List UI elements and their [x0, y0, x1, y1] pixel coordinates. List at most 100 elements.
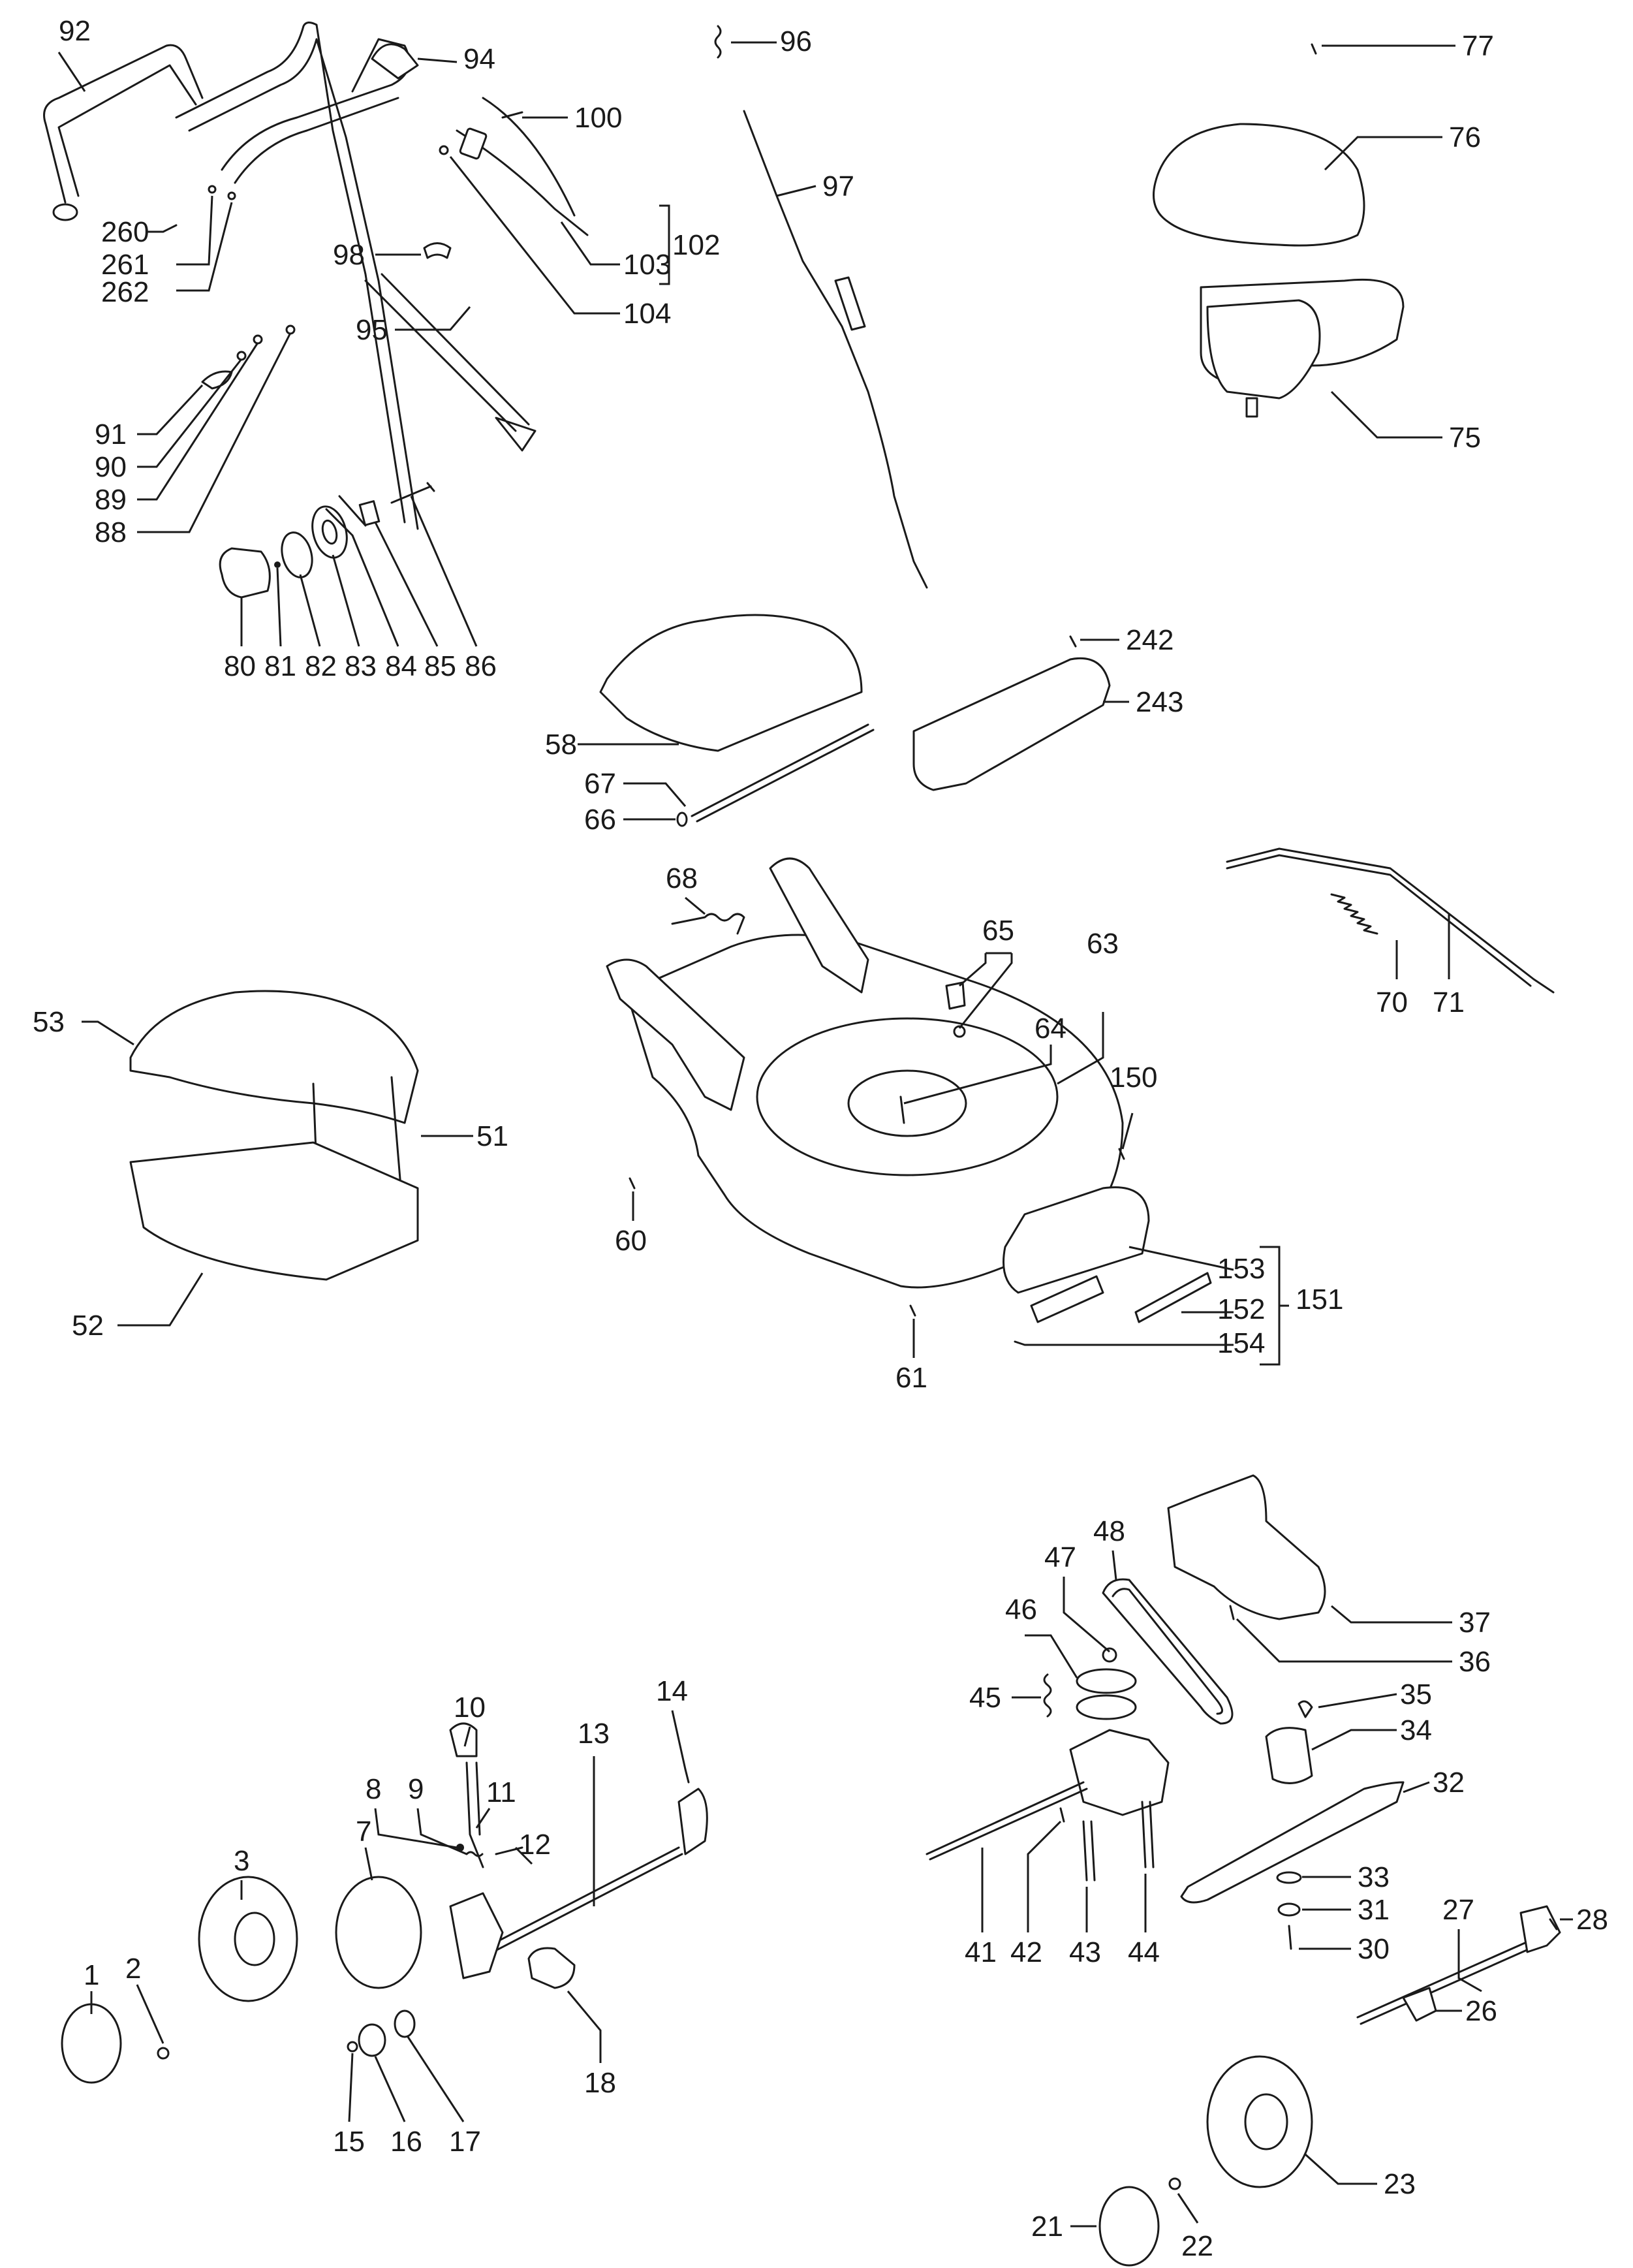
- part-52-catcher-bag: [129, 1141, 419, 1281]
- part-63-rear-bracket: [769, 857, 869, 994]
- part-88-washer: [285, 324, 296, 335]
- callout-242: 242: [1126, 624, 1174, 656]
- leader-102: [659, 204, 670, 285]
- part-98-clip: [423, 242, 452, 259]
- callout-36: 36: [1459, 1646, 1491, 1678]
- callout-154: 154: [1217, 1327, 1265, 1359]
- callout-45: 45: [969, 1682, 1001, 1714]
- part-152-strip: [1134, 1272, 1212, 1323]
- callout-15: 15: [333, 2126, 365, 2158]
- part-53-catcher-top: [129, 990, 419, 1124]
- callout-22: 22: [1181, 2230, 1213, 2262]
- leader-36: [1236, 1618, 1452, 1663]
- part-95-handle-tube: [364, 273, 537, 452]
- callout-35: 35: [1400, 1678, 1432, 1710]
- leader-85: [374, 522, 439, 647]
- callout-70: 70: [1376, 986, 1408, 1018]
- leader-32: [1403, 1781, 1430, 1793]
- leader-46: [1025, 1634, 1078, 1678]
- callout-103: 103: [623, 249, 671, 281]
- leader-67: [623, 782, 687, 807]
- part-71-height-rod: [1226, 847, 1555, 994]
- callout-100: 100: [574, 102, 622, 134]
- callout-92: 92: [59, 15, 91, 47]
- callout-76: 76: [1449, 121, 1481, 153]
- part-44-pin: [1141, 1801, 1155, 1868]
- part-31-washer: [1277, 1902, 1301, 1917]
- part-90-washer: [236, 351, 247, 361]
- part-18-knob: [527, 1947, 576, 1989]
- callout-2: 2: [125, 1953, 141, 1985]
- leader-lines: [57, 41, 1573, 2228]
- part-70-spring: [1330, 893, 1378, 935]
- callout-33: 33: [1358, 1861, 1390, 1893]
- part-27-axle-bracket: [1519, 1905, 1561, 1953]
- leader-15: [348, 2053, 354, 2122]
- part-243-deflector: [912, 657, 1111, 791]
- part-96-spring: [714, 25, 722, 59]
- callout-88: 88: [95, 516, 127, 548]
- callout-47: 47: [1044, 1541, 1076, 1573]
- callout-51: 51: [476, 1120, 508, 1152]
- callout-17: 17: [449, 2126, 481, 2158]
- callout-34: 34: [1400, 1714, 1432, 1746]
- part-97-cable-adjuster: [834, 276, 866, 331]
- part-1-hubcap: [61, 2003, 122, 2084]
- part-7-disc: [335, 1876, 422, 1989]
- leader-35: [1318, 1693, 1397, 1709]
- part-80-knob: [219, 547, 271, 599]
- leader-22: [1177, 2193, 1199, 2224]
- callout-153: 153: [1217, 1253, 1265, 1285]
- callout-28: 28: [1576, 1904, 1608, 1936]
- part-37-drive-cover: [1167, 1474, 1326, 1620]
- part-27-rear-axle: [1356, 1938, 1538, 2025]
- leader-90: [137, 358, 243, 468]
- leader-89: [137, 342, 259, 501]
- callout-52: 52: [72, 1310, 104, 1342]
- callout-41: 41: [965, 1936, 997, 1968]
- callout-68: 68: [666, 862, 698, 894]
- callout-11: 11: [486, 1776, 516, 1808]
- callout-9: 9: [408, 1773, 424, 1805]
- part-33-washer: [1276, 1871, 1302, 1884]
- part-65-fitting: [945, 981, 966, 1010]
- leader-150: [1121, 1112, 1134, 1150]
- part-85-spacer: [358, 500, 381, 526]
- leader-16: [374, 2056, 406, 2122]
- part-261-nut: [208, 185, 217, 194]
- part-30-bolt: [1288, 1925, 1292, 1950]
- callout-61: 61: [895, 1362, 927, 1394]
- callout-71: 71: [1433, 986, 1465, 1018]
- leader-53: [82, 1020, 134, 1046]
- part-9-spring: [465, 1851, 484, 1857]
- callout-8: 8: [365, 1773, 381, 1805]
- callout-96: 96: [780, 25, 812, 57]
- callout-64: 64: [1034, 1013, 1066, 1045]
- part-68-spring: [671, 913, 745, 935]
- part-43-pin: [1082, 1820, 1096, 1882]
- leader-75: [1330, 390, 1442, 439]
- callout-80: 80: [224, 650, 256, 682]
- leader-261: [176, 195, 213, 266]
- part-13-axle-bracket: [677, 1788, 708, 1855]
- part-45-spring: [1043, 1673, 1052, 1718]
- callout-81: 81: [264, 650, 296, 682]
- callout-42: 42: [1010, 1936, 1042, 1968]
- callout-65: 65: [982, 915, 1014, 947]
- part-34-adapter: [1265, 1727, 1313, 1784]
- callout-262: 262: [101, 276, 149, 308]
- callout-91: 91: [95, 418, 127, 450]
- leader-91: [137, 384, 204, 435]
- callout-102: 102: [672, 229, 720, 261]
- callout-32: 32: [1433, 1767, 1465, 1799]
- leader-37: [1331, 1605, 1452, 1624]
- part-76-engine-cover: [1153, 123, 1365, 247]
- leader-81: [276, 567, 282, 647]
- part-21-hubcap: [1098, 2186, 1160, 2267]
- leader-104: [449, 156, 620, 315]
- callout-16: 16: [390, 2126, 422, 2158]
- leader-83: [332, 554, 360, 647]
- callout-98: 98: [333, 239, 365, 271]
- callout-77: 77: [1462, 30, 1494, 62]
